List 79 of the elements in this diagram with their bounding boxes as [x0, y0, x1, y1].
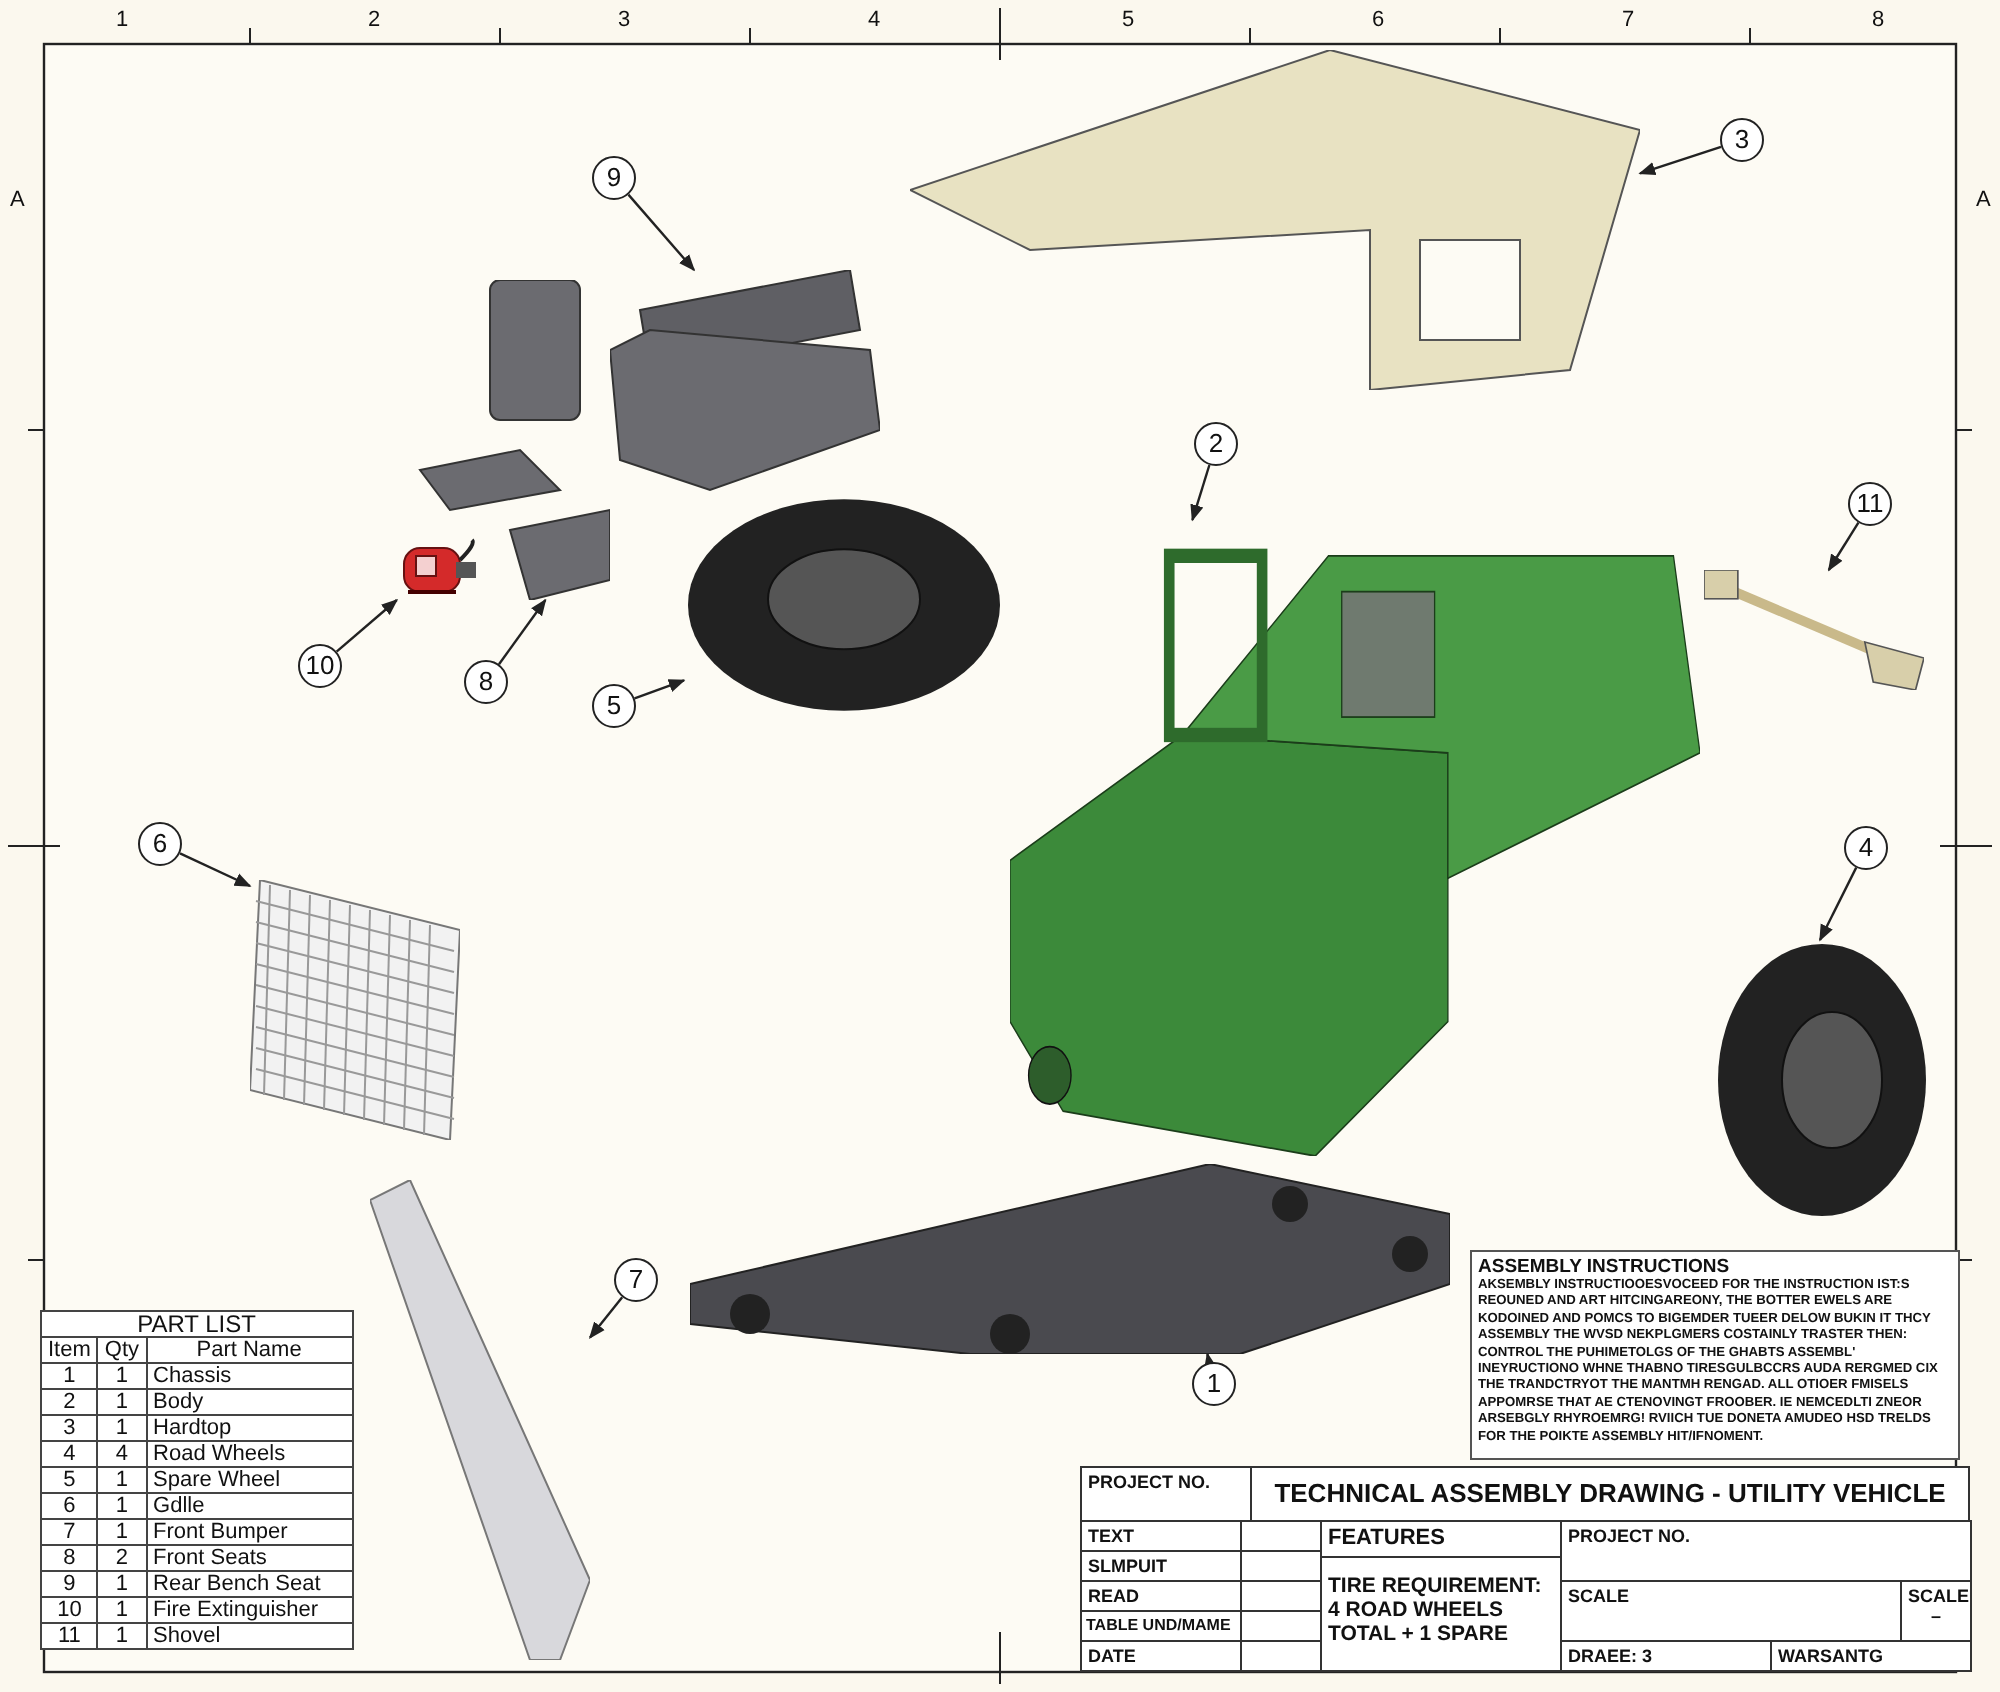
- field-label: TABLE UND/MAME: [1080, 1610, 1242, 1642]
- item-number: 3: [41, 1415, 98, 1441]
- part-name: Hardtop: [146, 1415, 353, 1441]
- part-name: Front Bumper: [146, 1519, 353, 1545]
- grid-reference: 6: [1372, 8, 1385, 32]
- part-name: Spare Wheel: [146, 1467, 353, 1493]
- item-number: 10: [41, 1597, 98, 1623]
- item-number: 4: [41, 1441, 98, 1467]
- field-label: READ: [1080, 1580, 1242, 1612]
- item-number: 1: [41, 1363, 98, 1389]
- chassis-drawing: [690, 1164, 1450, 1354]
- quantity: 1: [97, 1415, 147, 1441]
- quantity: 1: [97, 1597, 147, 1623]
- item-number: 5: [41, 1467, 98, 1493]
- road-wheel-drawing: [1712, 940, 1932, 1220]
- item-header: Item: [41, 1337, 98, 1363]
- quantity: 1: [97, 1493, 147, 1519]
- grid-reference: A: [1976, 188, 1991, 212]
- field-label: DRAEE: 3: [1560, 1640, 1772, 1672]
- grid-reference: 8: [1872, 8, 1885, 32]
- item-number: 7: [41, 1519, 98, 1545]
- field-label: TEXT: [1080, 1520, 1242, 1552]
- panel-heading: ASSEMBLY INSTRUCTIONS: [1478, 1256, 1732, 1278]
- quantity-header: Qty: [97, 1337, 147, 1363]
- quantity: 1: [97, 1363, 147, 1389]
- table-title: PART LIST: [41, 1311, 353, 1337]
- field-label: WARSANTG: [1770, 1640, 1972, 1672]
- item-number: 6: [41, 1493, 98, 1519]
- field-value: –: [1928, 1606, 1943, 1626]
- quantity: 1: [97, 1519, 147, 1545]
- bumper-drawing: [370, 1180, 590, 1660]
- leader-line: [588, 1296, 624, 1339]
- field-label: DATE: [1080, 1640, 1242, 1672]
- item-number: 2: [41, 1389, 98, 1415]
- item-number: 11: [41, 1623, 98, 1649]
- part-name: Shovel: [146, 1623, 353, 1649]
- leader-line: [634, 679, 686, 700]
- part-name: Road Wheels: [146, 1441, 353, 1467]
- grid-reference: 3: [618, 8, 631, 32]
- drawing-title: TECHNICAL ASSEMBLY DRAWING - UTILITY VEHICLE: [1272, 1476, 1948, 1512]
- part-name: Gdlle: [146, 1493, 353, 1519]
- leader-line: [1638, 145, 1722, 176]
- leader-line: [1818, 867, 1858, 942]
- leader-line: [179, 852, 252, 888]
- field-label: SCALE: [1908, 1586, 1964, 1606]
- grid-reference: 7: [1622, 8, 1635, 32]
- quantity: 1: [97, 1571, 147, 1597]
- name-header: Part Name: [146, 1337, 353, 1363]
- grid-reference: 5: [1122, 8, 1135, 32]
- item-number: 9: [41, 1571, 98, 1597]
- shovel-drawing: [1704, 570, 1924, 690]
- feature-note: TIRE REQUIREMENT: 4 ROAD WHEELS TOTAL + 1 SPARE: [1320, 1556, 1562, 1672]
- grid-reference: 2: [368, 8, 381, 32]
- grid-reference: 1: [116, 8, 129, 32]
- quantity: 1: [97, 1389, 147, 1415]
- field-label: PROJECT NO.: [1080, 1466, 1252, 1522]
- leader-line: [335, 598, 399, 653]
- part-name: Rear Bench Seat: [146, 1571, 353, 1597]
- part-name: Front Seats: [146, 1545, 353, 1571]
- leader-line: [1827, 521, 1860, 572]
- part-name: Chassis: [146, 1363, 353, 1389]
- quantity: 2: [97, 1545, 147, 1571]
- grille-drawing: [250, 880, 460, 1140]
- part-name: Fire Extinguisher: [146, 1597, 353, 1623]
- field-label: SCALE: [1560, 1580, 1902, 1642]
- field-label: SLMPUIT: [1080, 1550, 1242, 1582]
- leader-line: [627, 193, 696, 272]
- part-name: Body: [146, 1389, 353, 1415]
- field-label: FEATURES: [1320, 1520, 1562, 1558]
- item-number: 8: [41, 1545, 98, 1571]
- leader-line: [498, 598, 547, 665]
- hardtop-drawing: [910, 50, 1640, 390]
- quantity: 1: [97, 1467, 147, 1493]
- quantity: 4: [97, 1441, 147, 1467]
- quantity: 1: [97, 1623, 147, 1649]
- grid-reference: 4: [868, 8, 881, 32]
- field-label: PROJECT NO.: [1560, 1520, 1972, 1582]
- leader-line: [1190, 464, 1211, 522]
- grid-reference: A: [10, 188, 25, 212]
